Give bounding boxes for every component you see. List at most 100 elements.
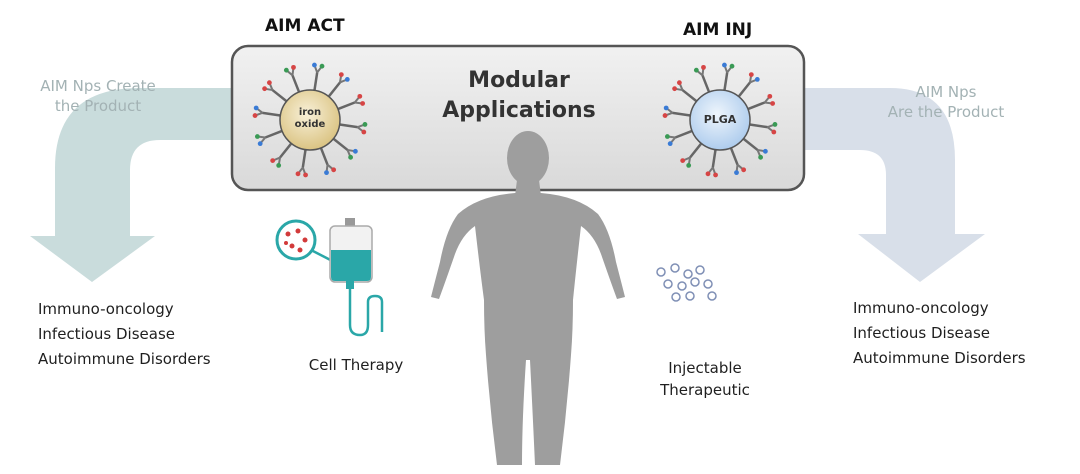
injectable-label-line1: Injectable [668,359,742,377]
antibody-tip [276,162,282,168]
left-list-item: Infectious Disease [38,325,175,343]
injectable-particles-icon [656,263,717,302]
right-list-item: Autoimmune Disorders [853,349,1026,367]
injectable-particle [703,279,713,289]
antibody-tip [344,76,350,82]
antibody-stalk [672,111,691,117]
center-box-title-line2: Applications [442,98,596,123]
antibody-stalk [737,81,751,98]
antibody-tip [252,113,258,118]
antibody-stalk [711,149,717,168]
antibody-stalk [291,74,301,93]
human-silhouette-icon [431,131,625,465]
right-arrow-label: AIM Nps Are the Product [876,82,1016,122]
antibody-stalk [279,142,293,159]
antibody-tip [254,134,260,139]
iron-oxide-core-label: iron oxide [285,107,335,131]
injectable-particle [707,291,717,301]
antibody-tip [338,72,344,78]
injectable-particle [670,263,680,273]
antibody-tip [352,148,358,154]
antibody-stalk [327,81,341,98]
left-list-item: Autoimmune Disorders [38,350,211,368]
antibody-tip [754,76,760,82]
antibody-stalk [729,147,739,166]
antibody-tip [257,141,263,147]
aim-inj-label: AIM INJ [683,20,753,40]
left-arrow-label-line2: the Product [54,97,142,115]
antibody-tip [664,134,670,139]
left-list-item: Immuno-oncology [38,300,174,318]
right-indication-list: Immuno-oncology Infectious Disease Autoi… [853,296,1026,371]
injectable-particle [683,269,693,279]
left-indication-list: Immuno-oncology Infectious Disease Autoi… [38,297,211,372]
antibody-tip [262,86,268,92]
antibody-tip [360,101,366,106]
antibody-tip [253,105,259,111]
antibody-tip [676,80,682,86]
antibody-stalk [271,89,288,103]
injectable-particle [690,277,700,287]
antibody-stalk [319,147,329,166]
antibody-tip [693,67,699,73]
antibody-stalk [674,129,693,139]
antibody-tip [686,162,692,168]
antibody-tip [734,170,739,176]
antibody-stalk [337,101,356,111]
antibody-tip [362,122,368,127]
antibody-tip [762,148,768,154]
antibody-tip [319,63,325,69]
antibody-stalk [681,89,698,103]
aim-act-label: AIM ACT [265,16,345,36]
antibody-tip [357,93,363,99]
antibody-stalk [313,72,319,91]
injectable-particle [677,281,687,291]
center-box-title: Modular Applications [424,66,614,126]
antibody-tip [283,67,289,73]
antibody-tip [662,113,668,118]
antibody-stalk [339,123,358,129]
antibody-stalk [747,101,766,111]
antibody-stalk [264,129,283,139]
antibody-tip [772,122,778,127]
antibody-stalk [723,72,729,91]
right-list-item: Infectious Disease [853,324,990,342]
antibody-tip [312,62,317,68]
nanoparticle-plga-icon [662,62,778,178]
antibody-tip [758,154,764,160]
antibody-stalk [749,123,768,129]
antibody-stalk [742,137,759,151]
antibody-stalk [332,137,349,151]
left-arrow-label: AIM Nps Create the Product [28,76,168,116]
antibody-tip [303,172,308,178]
antibody-stalk [689,142,703,159]
antibody-stalk [301,149,307,168]
right-arrow-label-line2: Are the Product [887,103,1005,121]
antibody-tip [291,64,296,70]
antibody-tip [270,158,276,164]
antibody-tip [361,129,367,135]
injectable-particle [695,265,705,275]
injectable-label-line2: Therapeutic [660,381,750,399]
antibody-tip [324,170,329,176]
right-list-item: Immuno-oncology [853,299,989,317]
iv-bag-icon [275,218,384,337]
injectable-therapeutic-label: Injectable Therapeutic [645,357,765,401]
antibody-tip [667,141,673,147]
antibody-tip [266,80,272,86]
antibody-tip [729,63,735,69]
antibody-tip [705,171,711,177]
antibody-tip [767,93,773,99]
left-arrow-label-line1: AIM Nps Create [40,77,156,95]
left-curved-arrow [30,88,232,282]
injectable-particle [685,291,695,301]
antibody-stalk [701,74,711,93]
antibody-tip [748,72,754,78]
injectable-particle [656,267,666,277]
right-arrow-label-line1: AIM Nps [915,83,977,101]
cell-therapy-label: Cell Therapy [308,356,404,374]
antibody-tip [295,171,301,177]
plga-core-label: PLGA [703,113,737,126]
antibody-tip [331,167,337,173]
